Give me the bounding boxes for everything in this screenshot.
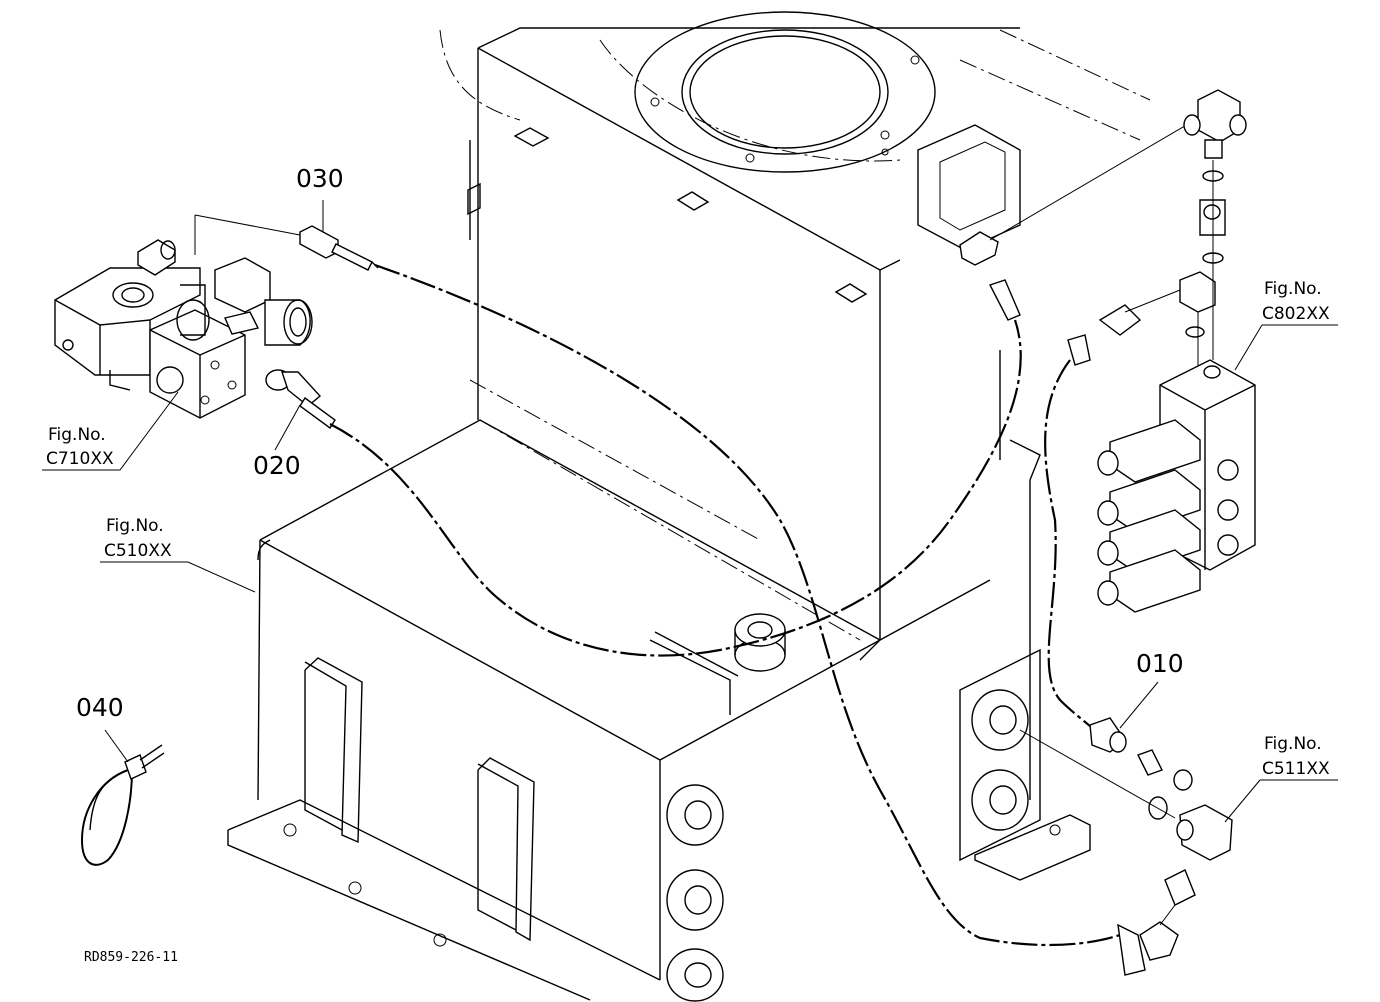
- fig-ref-c710-label: Fig.No.: [48, 425, 106, 445]
- fig-ref-c510-label: Fig.No.: [106, 516, 164, 536]
- solenoid-coils: [1097, 419, 1201, 613]
- hose-030-fitting: [299, 225, 379, 271]
- fig-ref-c511-label: Fig.No.: [1264, 734, 1322, 754]
- drawing-id: RD859-226-11: [84, 950, 178, 965]
- fig-ref-c710-code: C710XX: [46, 449, 114, 469]
- hydraulic-tank: [227, 11, 1151, 1002]
- fig-ref-c802-label: Fig.No.: [1264, 279, 1322, 299]
- fig-ref-c510-code: C510XX: [104, 541, 172, 561]
- callout-030: 030: [296, 164, 344, 193]
- upper-fittings: [1179, 89, 1247, 390]
- tank-center-port: [649, 613, 786, 715]
- fig-ref-c802-code: C802XX: [1262, 304, 1330, 324]
- callout-010: 010: [1136, 649, 1184, 678]
- solenoid-valve-stack-c802: [1097, 359, 1256, 613]
- cable-tie-040: [80, 744, 165, 866]
- leader-lines: [42, 200, 1338, 823]
- lower-fittings-c511: [1019, 717, 1233, 976]
- tank-side-bosses: [666, 689, 1029, 1002]
- fig-ref-c511-code: C511XX: [1262, 759, 1330, 779]
- valve-block-c710: [54, 214, 313, 419]
- hose-020-fitting: [265, 369, 336, 430]
- callout-020: 020: [253, 451, 301, 480]
- labels: 030 020 040 010 Fig.No. C710XX Fig.No. C…: [46, 164, 1330, 965]
- callout-040: 040: [76, 693, 124, 722]
- hoses: [329, 119, 1196, 947]
